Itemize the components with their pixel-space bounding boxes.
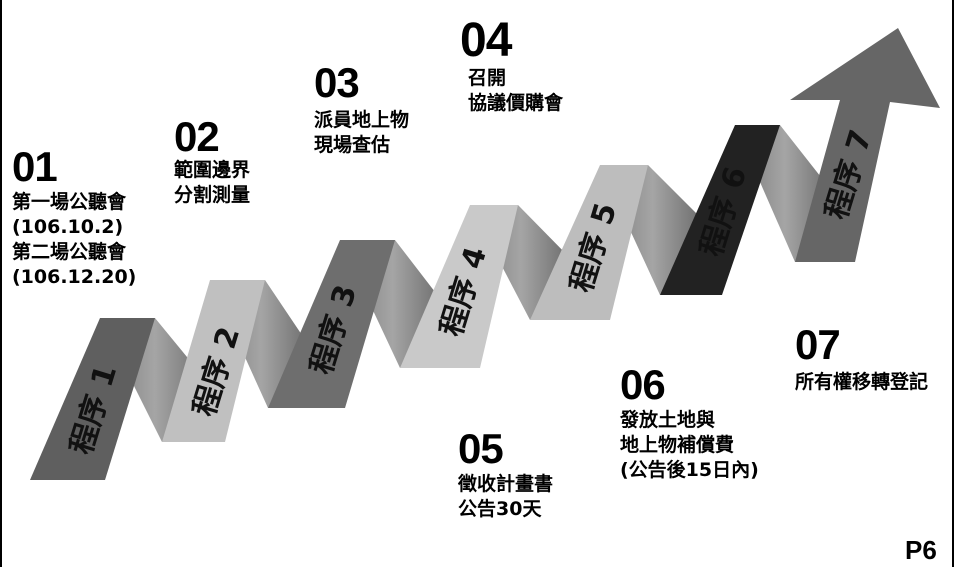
ribbon-panel-1: [30, 318, 155, 480]
step-line: 分割測量: [174, 184, 251, 206]
step-01: 01 第一場公聽會 (106.10.2) 第二場公聽會 (106.12.20): [12, 146, 136, 290]
step-line: 第一場公聽會: [12, 191, 127, 213]
step-06: 06 發放土地與 地上物補償費 (公告後15日內): [620, 364, 759, 483]
step-number: 06: [620, 361, 666, 408]
step-line: 召開: [468, 67, 507, 89]
step-line: 地上物補償費: [620, 434, 735, 456]
page-number: P6: [905, 535, 937, 565]
step-line: (公告後15日內): [620, 459, 759, 481]
step-text: 發放土地與 地上物補償費 (公告後15日內): [620, 408, 759, 483]
ribbon-panel-6: [660, 125, 780, 295]
step-line: 第二場公聽會: [12, 241, 127, 263]
ribbon-panel-5: [530, 165, 648, 320]
right-border: [952, 0, 954, 567]
step-line: (106.10.2): [12, 216, 124, 238]
step-text: 派員地上物 現場查估: [314, 108, 409, 158]
step-07: 07 所有權移轉登記: [795, 324, 928, 395]
ribbon-panel-2: [162, 280, 265, 442]
step-line: (106.12.20): [12, 266, 137, 288]
step-number: 03: [314, 59, 360, 106]
step-text: 召開 協議價購會: [468, 66, 563, 116]
step-line: 發放土地與: [620, 409, 716, 431]
step-text: 範圍邊界 分割測量: [174, 158, 250, 208]
step-number: 05: [458, 425, 504, 472]
step-02: 02 範圍邊界 分割測量: [174, 116, 250, 208]
step-line: 所有權移轉登記: [795, 371, 929, 393]
step-number: 01: [12, 143, 58, 190]
left-border: [0, 0, 2, 567]
step-line: 徵收計畫書: [458, 473, 554, 495]
step-number: 07: [795, 321, 841, 368]
step-line: 範圍邊界: [174, 159, 251, 181]
ribbon-panel-3: [268, 240, 395, 408]
step-text: 第一場公聽會 (106.10.2) 第二場公聽會 (106.12.20): [12, 190, 136, 290]
step-text: 所有權移轉登記: [795, 370, 928, 395]
step-04: 04 召開 協議價購會: [460, 14, 563, 116]
step-03: 03 派員地上物 現場查估: [314, 62, 409, 158]
ribbon-arrow: [790, 28, 940, 262]
step-line: 公告30天: [458, 498, 542, 520]
step-number: 04: [460, 14, 512, 67]
step-line: 協議價購會: [468, 92, 564, 114]
step-number: 02: [174, 113, 220, 160]
step-line: 現場查估: [314, 134, 391, 156]
step-05: 05 徵收計畫書 公告30天: [458, 428, 553, 522]
step-text: 徵收計畫書 公告30天: [458, 472, 553, 522]
ribbon-panel-4: [400, 205, 518, 368]
step-line: 派員地上物: [314, 109, 410, 131]
